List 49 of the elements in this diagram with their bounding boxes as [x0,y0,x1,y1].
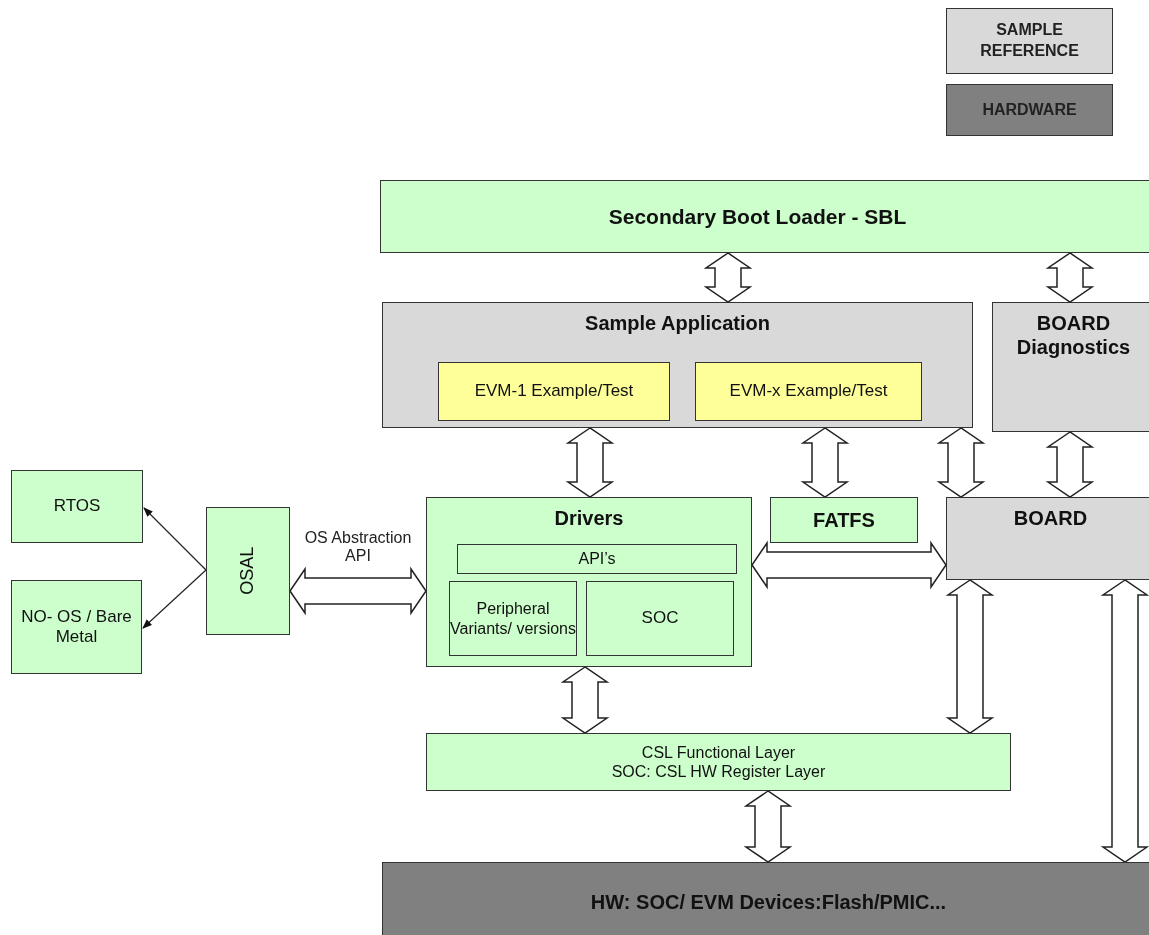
bootloader-box [380,180,1149,253]
label-text: CSL Functional Layer [641,742,796,762]
label-text: SOC [641,608,679,629]
label-text: OSAL [237,547,259,595]
double-block-arrow [1100,579,1149,863]
double-block-arrow [751,540,947,590]
fatfs-box [770,497,918,543]
label-text: API’s [578,549,616,569]
arrow [142,569,207,629]
heading-text: Drivers [554,506,624,530]
heading-text: FATFS [813,508,875,532]
heading-text: Secondary Boot Loader - SBL [608,203,908,230]
legend-swatch: SAMPLE REFERENCE [946,8,1113,74]
heading-text: BOARD [1013,506,1088,530]
api-box [457,544,737,574]
heading-text: Sample Application [585,311,770,335]
double-block-arrow [703,252,753,303]
arrow [143,507,207,571]
double-block-arrow [936,427,986,498]
double-block-arrow [800,427,850,498]
double-block-arrow [945,579,995,734]
label-text: RTOS [53,496,101,517]
label-text: EVM-1 Example/Test [474,381,634,402]
label-text: Peripheral Variants/ versions [450,599,576,638]
legend-swatch: HARDWARE [946,84,1113,136]
double-block-arrow [565,427,615,498]
board-box [946,497,1149,580]
csl-layer-box [426,733,1011,791]
double-block-arrow [743,790,793,863]
double-block-arrow [1045,431,1095,498]
heading-text: HW: SOC/ EVM Devices:Flash/PMIC... [590,890,947,914]
os-box [11,470,143,543]
diagnostics-box [992,302,1149,432]
drivers-box [426,497,752,667]
double-block-arrow [289,566,427,616]
label-text: EVM-x Example/Test [729,381,888,402]
hardware-box [382,862,1149,935]
application-box [382,302,973,428]
soc-box [586,581,734,656]
double-block-arrow [1045,252,1095,303]
label-text: NO- OS / Bare Metal [20,606,133,648]
os-box [11,580,142,674]
label-text: SOC: CSL HW Register Layer [611,762,826,782]
peripheral-box [449,581,577,656]
double-block-arrow [560,666,610,734]
example-box [695,362,922,421]
example-box [438,362,670,421]
heading-text: BOARD Diagnostics [1015,311,1132,359]
osal-box [206,507,290,635]
